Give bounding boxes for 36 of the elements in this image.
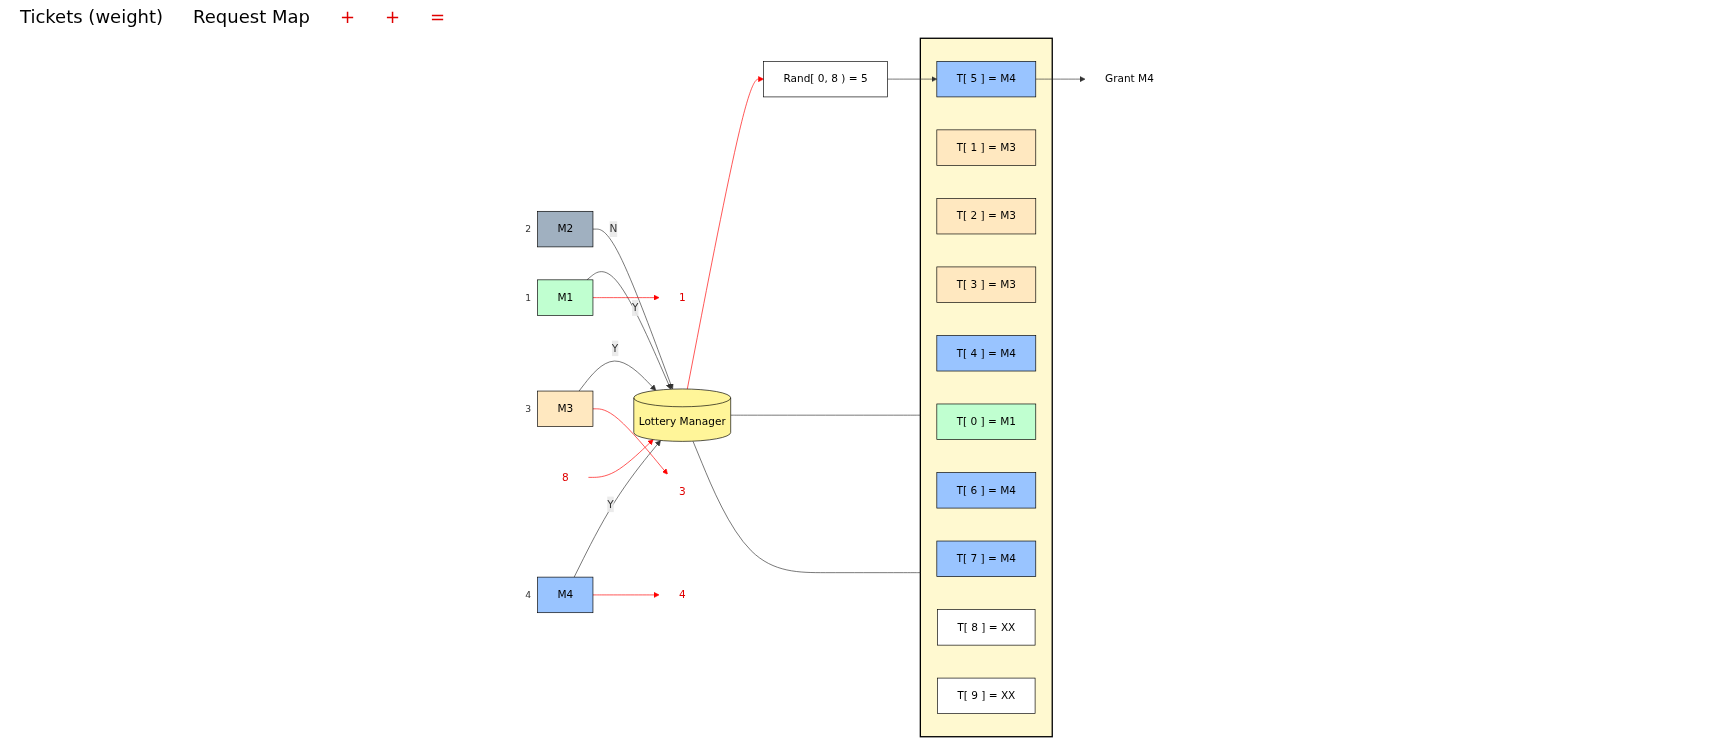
node-box: M1: [537, 279, 594, 316]
column-heading: Tickets (weight): [20, 6, 164, 27]
node-text: 3: [678, 485, 686, 499]
edge-label: Y: [607, 497, 614, 511]
node-box: T[ 6 ] = M4: [936, 472, 1036, 509]
connector: [730, 414, 921, 416]
edge-label: Y: [631, 301, 639, 314]
operator-sign: =: [430, 6, 446, 27]
node-box: T[ 8 ] = XX: [937, 609, 1036, 646]
node-text: 8: [561, 470, 569, 484]
connector: [692, 441, 921, 573]
ticket-count: 4: [525, 589, 531, 601]
node-box: T[ 2 ] = M3: [936, 198, 1036, 235]
edge-label: N: [609, 222, 618, 236]
cluster: [919, 37, 1053, 738]
node-box: T[ 5 ] = M4: [936, 61, 1036, 98]
node-box: T[ 1 ] = M3: [936, 129, 1036, 166]
column-heading: Request Map: [193, 6, 310, 27]
ticket-count: 3: [525, 403, 531, 415]
node-text: 1: [678, 291, 686, 304]
edge-label: Y: [611, 341, 619, 355]
ticket-count: 2: [525, 223, 531, 235]
node-box: M4: [537, 576, 594, 614]
node-text: 4: [678, 588, 686, 601]
node-box: T[ 0 ] = M1: [936, 403, 1036, 440]
node-box: T[ 4 ] = M4: [936, 335, 1036, 372]
node-box: M2: [537, 211, 594, 248]
operator-sign: +: [339, 6, 355, 27]
node-box: T[ 3 ] = M3: [936, 266, 1036, 303]
node-text: Grant M4: [1104, 72, 1154, 86]
operator-sign: +: [385, 6, 401, 27]
node-box: Rand[ 0, 8 ) = 5: [763, 61, 888, 98]
node-box: T[ 7 ] = M4: [936, 540, 1036, 577]
ticket-count: 1: [525, 291, 531, 303]
node-box: M3: [537, 390, 594, 427]
node-box: T[ 9 ] = XX: [937, 677, 1036, 714]
